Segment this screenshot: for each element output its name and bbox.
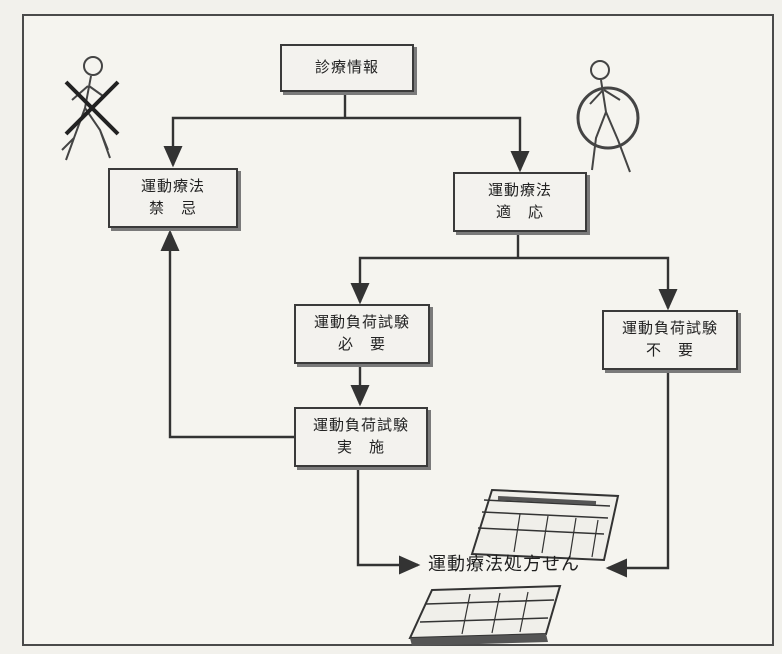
node-indicated-line1: 運動療法 [488, 180, 552, 202]
connector-to-contraindicated [173, 118, 345, 165]
node-indicated-line2: 適 応 [496, 202, 544, 224]
prescription-sheet-icon-lower [410, 586, 560, 646]
node-test-required: 運動負荷試験 必 要 [294, 304, 430, 364]
connector-to-test-required [360, 258, 518, 302]
node-test-not-required: 運動負荷試験 不 要 [602, 310, 738, 370]
node-contraindicated-line1: 運動療法 [141, 176, 205, 198]
node-test-required-line1: 運動負荷試験 [314, 312, 410, 334]
connector-performed-to-contraindicated [170, 232, 296, 437]
runner-crossed-out-icon [62, 57, 118, 160]
node-test-not-required-line1: 運動負荷試験 [622, 318, 718, 340]
node-diagnosis-label: 診療情報 [315, 57, 379, 79]
node-test-performed: 運動負荷試験 実 施 [294, 407, 428, 467]
node-diagnosis: 診療情報 [280, 44, 414, 92]
node-prescription-label: 運動療法処方せん [428, 550, 580, 576]
node-test-not-required-line2: 不 要 [646, 340, 694, 362]
runner-circled-icon [578, 61, 638, 172]
connector-to-indicated [345, 118, 520, 170]
connector-to-test-not-required [518, 258, 668, 308]
connector-not-required-to-prescription [608, 366, 668, 568]
node-indicated: 運動療法 適 応 [453, 172, 587, 232]
connector-performed-to-prescription [358, 466, 418, 565]
node-test-performed-line2: 実 施 [337, 437, 385, 459]
node-contraindicated-line2: 禁 忌 [149, 198, 197, 220]
node-contraindicated: 運動療法 禁 忌 [108, 168, 238, 228]
node-test-performed-line1: 運動負荷試験 [313, 415, 409, 437]
node-test-required-line2: 必 要 [338, 334, 386, 356]
